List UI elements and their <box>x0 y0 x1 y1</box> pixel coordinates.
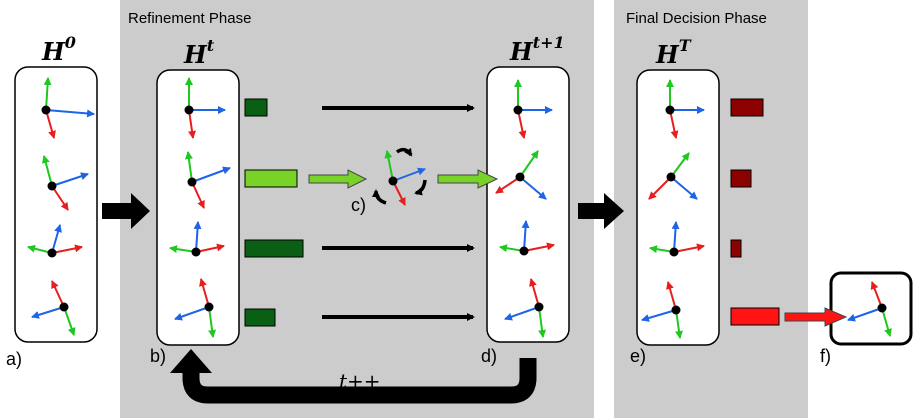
h0-title: H0 <box>41 33 76 66</box>
hT-frame-1-coordinate-frame-icon <box>665 79 705 139</box>
h0-frame-1-coordinate-frame-icon <box>41 77 95 139</box>
h0-box <box>14 66 98 343</box>
ht-box <box>156 69 240 346</box>
selection-arrow <box>784 307 848 327</box>
arrow-ht1-to-hT <box>578 193 624 229</box>
ht-frame-4-coordinate-frame-icon <box>174 278 217 338</box>
loop-counter-label: t++ <box>339 369 381 393</box>
score-bar-ht-1 <box>244 98 268 117</box>
label-f: f) <box>820 346 831 366</box>
label-d: d) <box>481 346 497 366</box>
loop-back-arrow <box>182 358 537 404</box>
score-bar-hT-2 <box>730 169 752 188</box>
ht-frame-3-coordinate-frame-icon <box>169 221 225 257</box>
score-bar-hT-4 <box>730 307 780 326</box>
final-decision-phase-title: Final Decision Phase <box>626 10 767 27</box>
ht1-frame-1-coordinate-frame-icon <box>513 79 553 139</box>
refinement-pass-through-arrows <box>322 104 475 321</box>
label-b: b) <box>150 346 166 366</box>
score-bar-ht-3 <box>244 239 304 258</box>
arrow-h0-to-ht <box>102 193 150 229</box>
score-bar-ht-2 <box>244 169 298 188</box>
score-bar-hT-1 <box>730 98 764 117</box>
ht-frame-2-coordinate-frame-icon <box>184 151 231 209</box>
score-bar-hT-3 <box>730 239 742 258</box>
refine-arrow-out <box>437 169 499 189</box>
label-e: e) <box>630 346 646 366</box>
h0-frame-4-coordinate-frame-icon <box>31 280 76 336</box>
final-frame-coordinate-frame-icon <box>847 281 892 337</box>
ht-title: Ht <box>183 36 215 69</box>
hT-title: HT <box>655 36 692 69</box>
h0-frame-3-coordinate-frame-icon <box>27 224 83 258</box>
label-a: a) <box>6 349 22 369</box>
ht1-frame-3-coordinate-frame-icon <box>499 220 555 256</box>
ht1-title: Ht+1 <box>509 33 565 66</box>
hT-frame-4-coordinate-frame-icon <box>641 281 683 339</box>
score-bar-ht-4 <box>244 308 276 327</box>
hT-box <box>636 69 720 346</box>
refine-arrow-in <box>308 169 368 189</box>
ht1-box <box>486 66 570 343</box>
ht1-frame-2-coordinate-frame-icon <box>495 150 547 200</box>
coordinate-frames <box>27 77 892 339</box>
ht-frame-1-coordinate-frame-icon <box>184 77 226 139</box>
refinement-phase-title: Refinement Phase <box>128 10 251 27</box>
ht1-frame-4-coordinate-frame-icon <box>504 278 547 338</box>
label-c: c) <box>351 195 366 215</box>
refine-frame-coordinate-frame-icon <box>384 150 426 206</box>
final-hypothesis-box <box>829 271 913 346</box>
hT-frame-2-coordinate-frame-icon <box>648 152 698 200</box>
h0-frame-2-coordinate-frame-icon <box>41 155 89 211</box>
rotation-arrows-icon <box>372 147 427 205</box>
hT-frame-3-coordinate-frame-icon <box>649 221 705 257</box>
loop-back-arrowhead <box>170 349 212 373</box>
